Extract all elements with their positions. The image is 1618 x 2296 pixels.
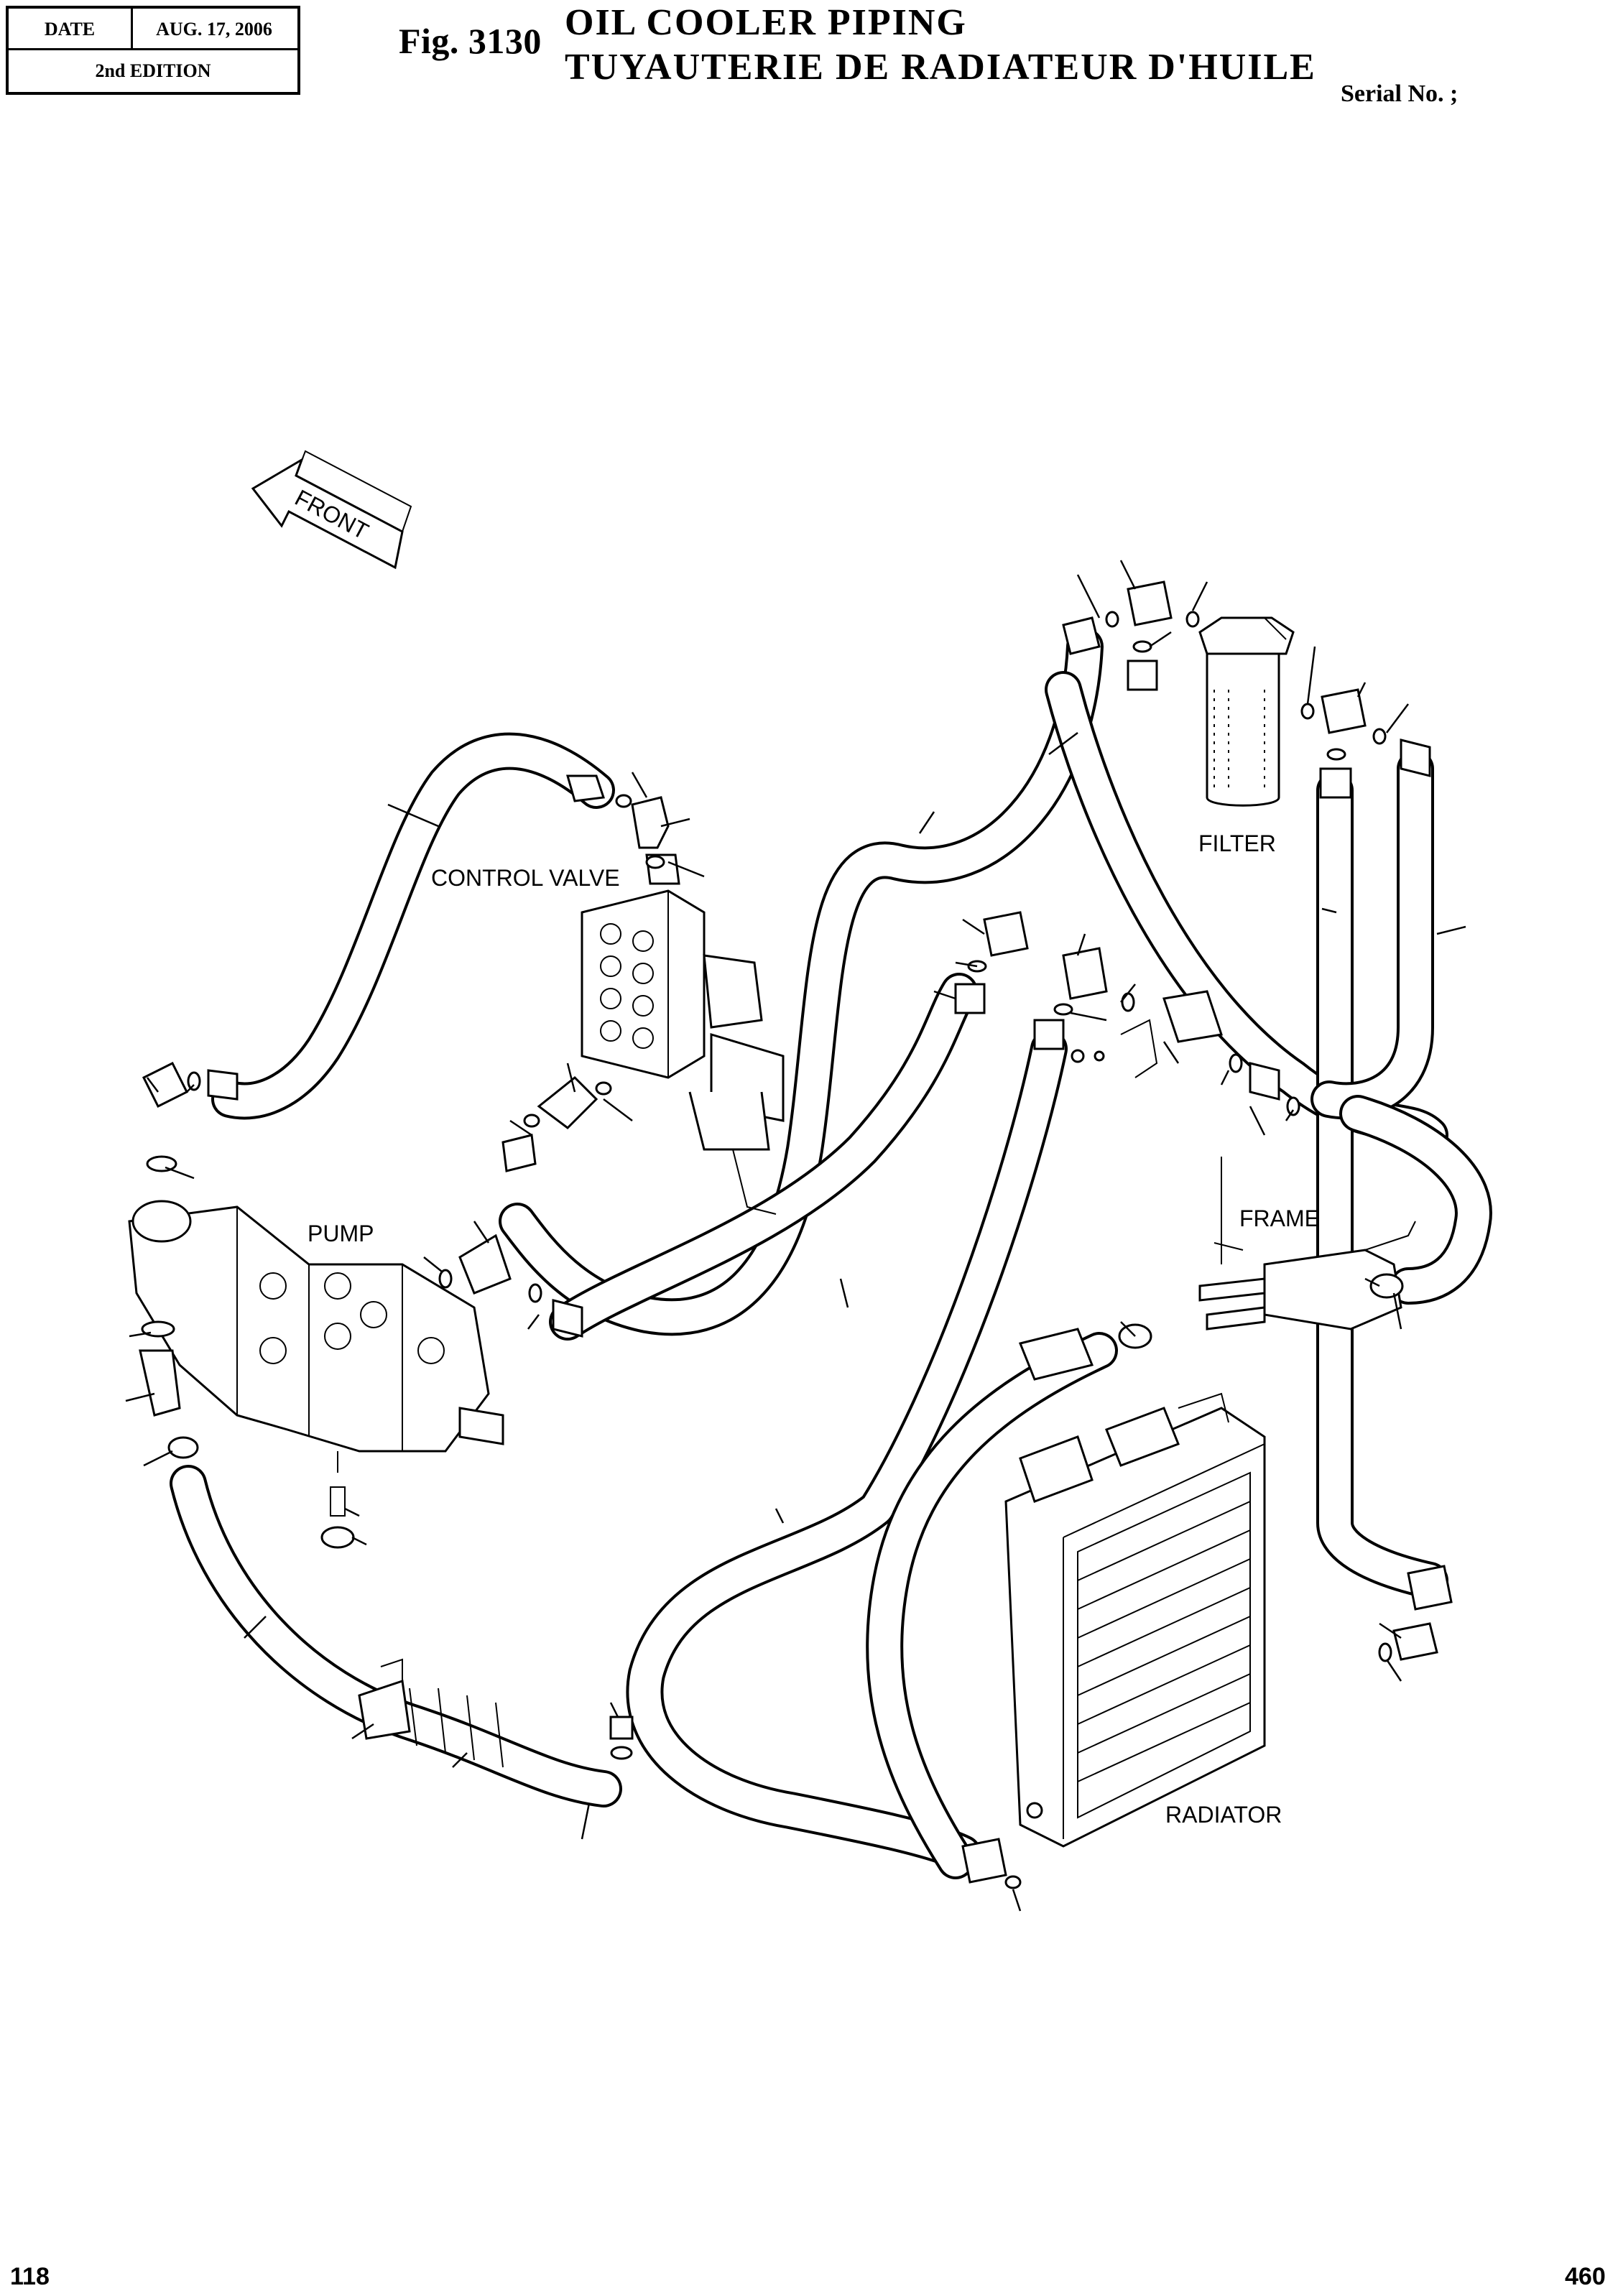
page-number-right: 460 [1565, 2263, 1606, 2290]
hose-pump-to-radiator [170, 1465, 622, 1807]
filter-label: FILTER [1198, 830, 1276, 856]
edition-label: 2nd EDITION [95, 60, 211, 81]
frame [1198, 1157, 1416, 1330]
hose-valve-to-pump [211, 732, 615, 1120]
date-row: DATE AUG. 17, 2006 [9, 9, 297, 50]
fittings [139, 580, 1453, 1889]
figure-number: Fig. 3130 [399, 21, 542, 61]
edition-box: DATE AUG. 17, 2006 2nd EDITION [6, 6, 300, 95]
pump [128, 1200, 504, 1549]
date-value: AUG. 17, 2006 [156, 19, 272, 40]
title-english: OIL COOLER PIPING [565, 2, 967, 43]
page-number-left: 118 [10, 2263, 50, 2290]
pump-label: PUMP [308, 1221, 374, 1246]
control-valve-label: CONTROL VALVE [431, 865, 620, 891]
control-valve [581, 853, 785, 1215]
leader-lines [125, 560, 1466, 1912]
title-french: TUYAUTERIE DE RADIATEUR D'HUILE [565, 47, 1316, 88]
date-label: DATE [9, 9, 133, 50]
radiator-label: RADIATOR [1165, 1802, 1282, 1828]
radiator [1004, 1392, 1266, 1848]
filter [1198, 616, 1295, 807]
serial-number: Serial No. ; [1341, 80, 1458, 107]
hoses [170, 628, 1492, 1879]
frame-label: FRAME [1239, 1205, 1320, 1231]
front-arrow: FRONT [251, 450, 412, 570]
